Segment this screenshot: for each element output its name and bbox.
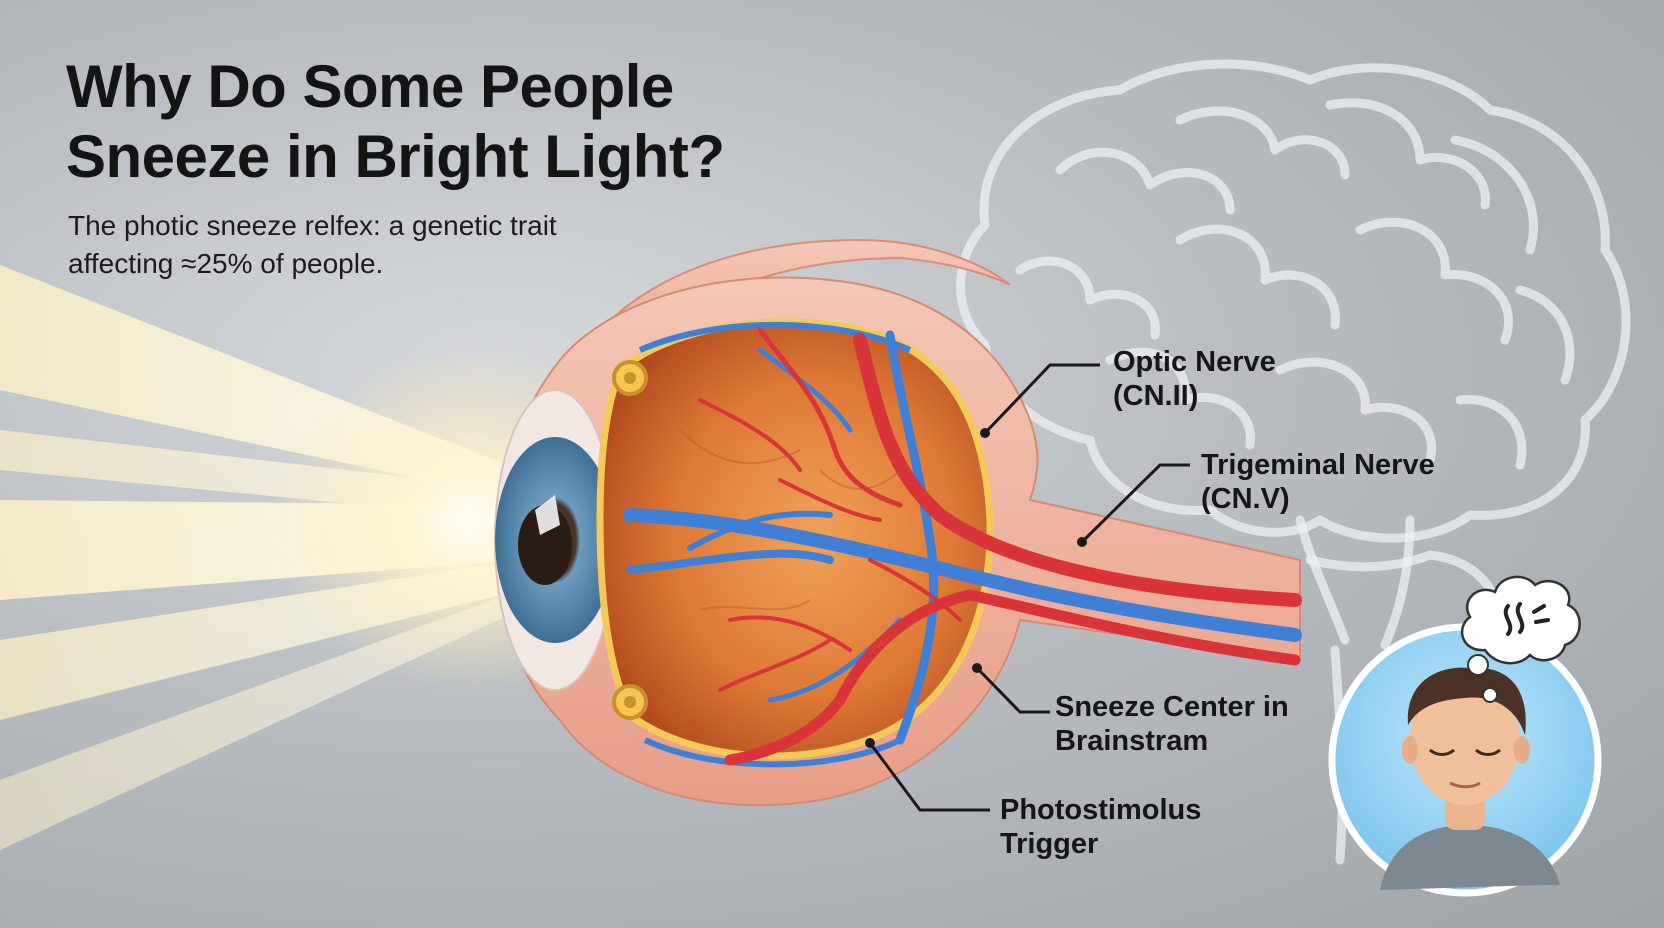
- subtitle-line-2: affecting ≈25% of people.: [68, 248, 384, 279]
- label-optic-nerve-line-2: (CN.II): [1113, 380, 1199, 412]
- label-optic-nerve-line-1: Optic Nerve: [1113, 346, 1276, 378]
- label-sneeze-center-line-2: Brainstram: [1055, 725, 1209, 757]
- thought-bubble: [1460, 575, 1581, 703]
- label-photostimulus-line-2: Trigger: [1000, 828, 1099, 860]
- label-photostimulus-line-1: Photostimolus: [1000, 794, 1202, 826]
- title-line-1: Why Do Some People: [66, 53, 674, 120]
- subtitle: The photic sneeze relfex: a genetic trai…: [68, 207, 557, 283]
- person-avatar: [1328, 623, 1602, 897]
- label-trigeminal-nerve-line-2: (CN.V): [1201, 483, 1290, 515]
- label-photostimulus: Photostimolus Trigger: [1000, 793, 1201, 861]
- page-title: Why Do Some People Sneeze in Bright Ligh…: [66, 52, 725, 192]
- label-sneeze-center-line-1: Sneeze Center in: [1055, 691, 1289, 723]
- eye-cross-section: [494, 238, 1302, 807]
- title-line-2: Sneeze in Bright Light?: [66, 123, 725, 190]
- label-sneeze-center: Sneeze Center in Brainstram: [1055, 690, 1289, 758]
- sneeze-icon: [1503, 602, 1550, 636]
- label-trigeminal-nerve: Trigeminal Nerve (CN.V): [1201, 448, 1435, 516]
- leader-lines: [865, 363, 1190, 812]
- label-trigeminal-nerve-line-1: Trigeminal Nerve: [1201, 449, 1435, 481]
- subtitle-line-1: The photic sneeze relfex: a genetic trai…: [68, 210, 557, 241]
- label-optic-nerve: Optic Nerve (CN.II): [1113, 345, 1276, 413]
